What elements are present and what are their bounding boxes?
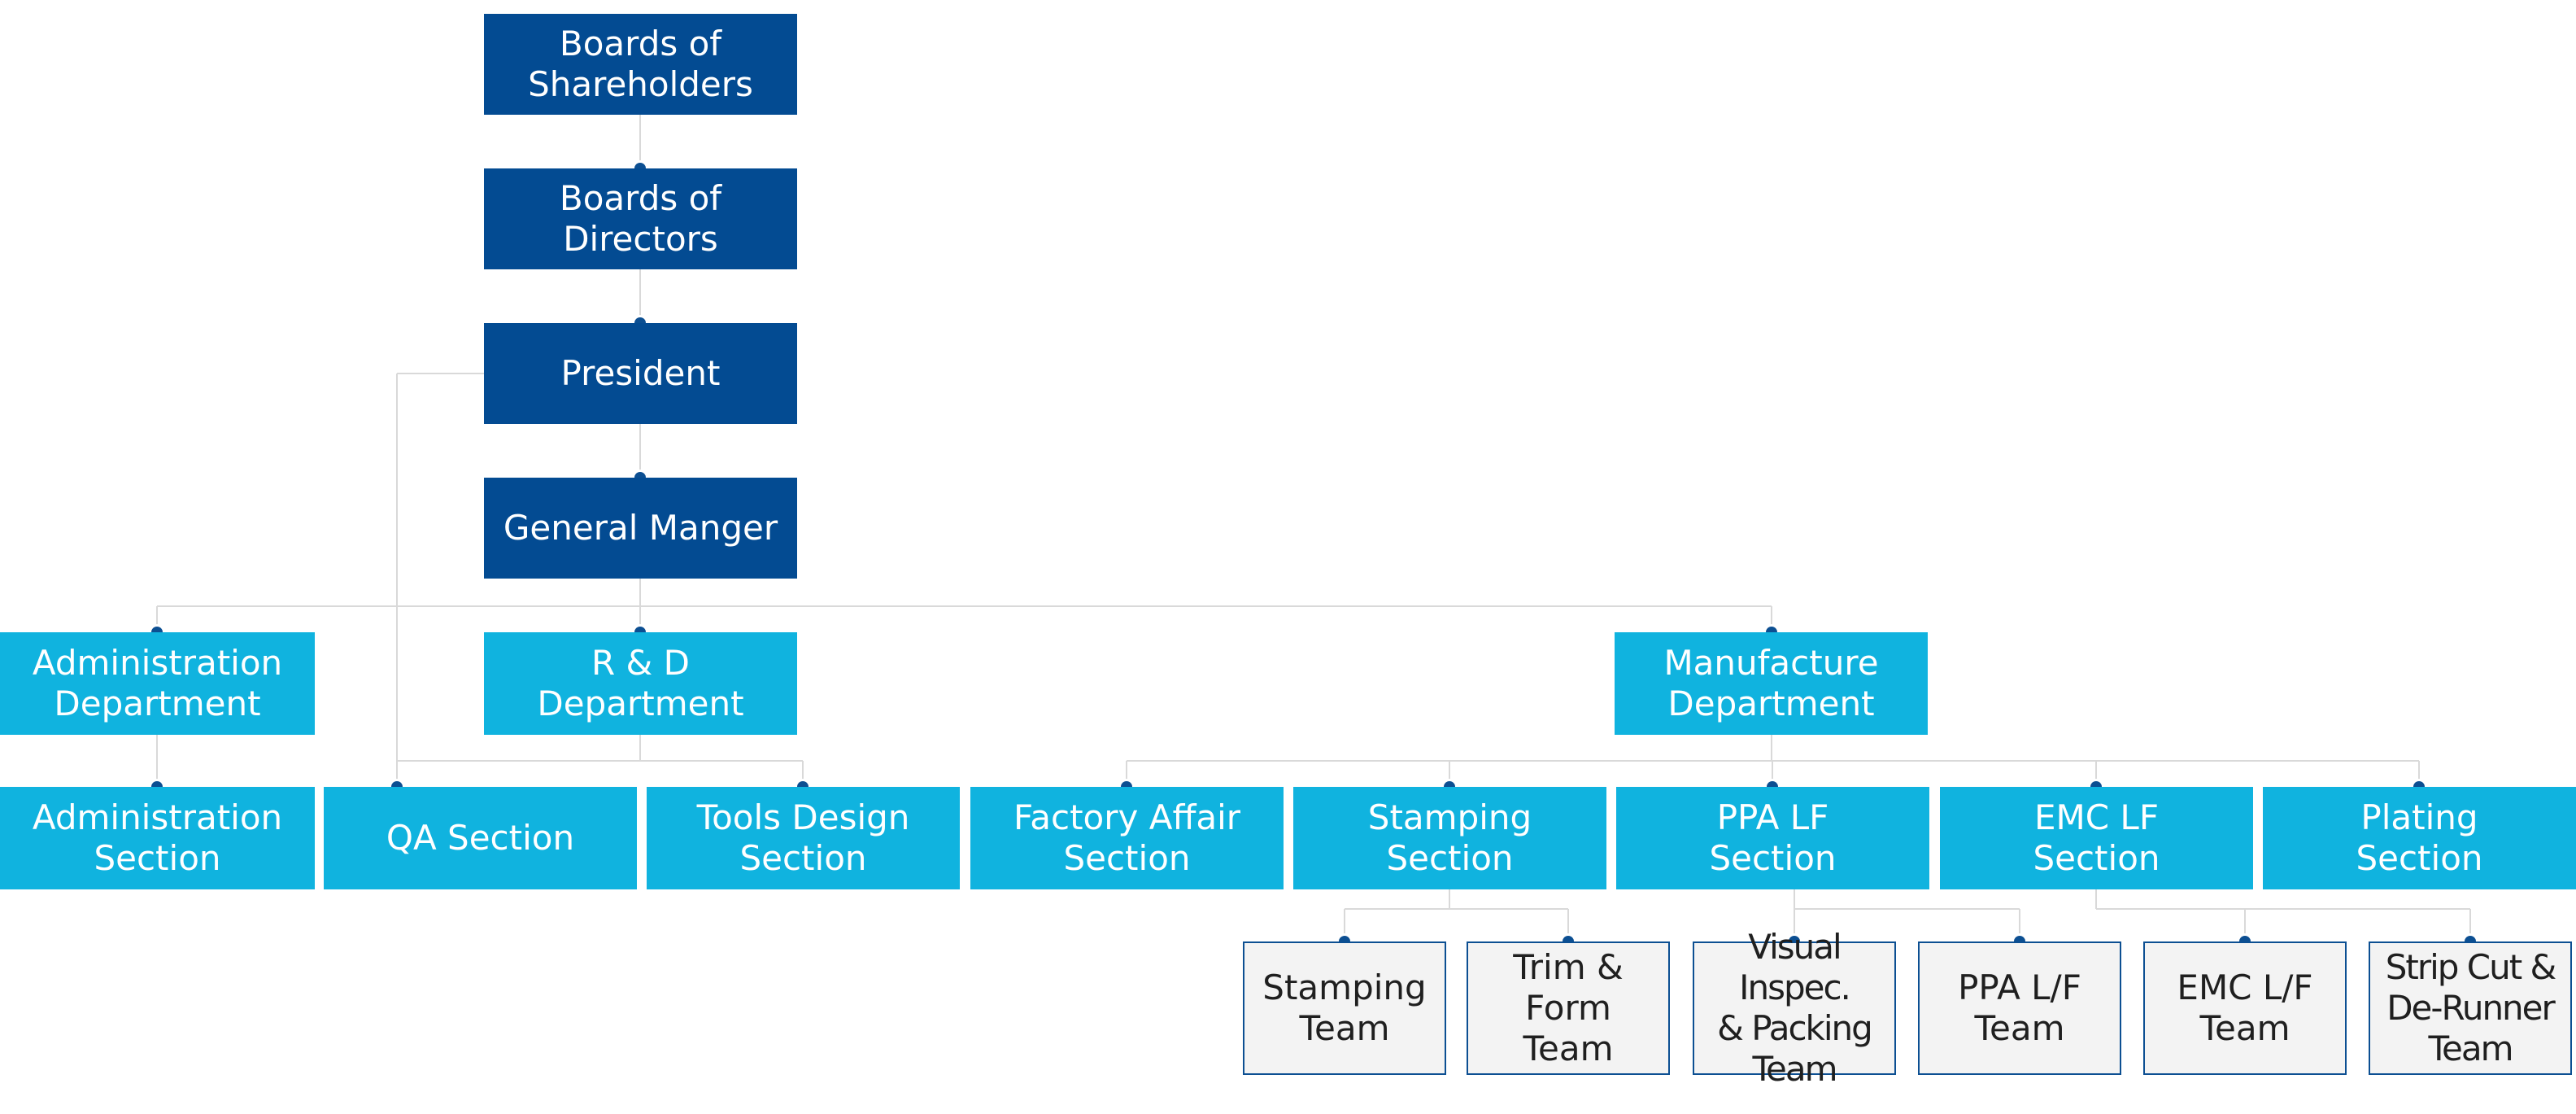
box-factory-affair-section: Factory Affair Section (970, 787, 1284, 889)
box-stamping-team: Stamping Team (1243, 941, 1446, 1075)
box-shareholders-label: Boards of Shareholders (528, 24, 753, 104)
box-directors: Boards of Directors (484, 168, 797, 269)
box-emc-lf-section: EMC LF Section (1940, 787, 2253, 889)
box-strip-cut-team-label: Strip Cut & De-Runner Team (2385, 947, 2557, 1068)
box-rnd-department-label: R & D Department (537, 643, 744, 723)
box-emc-lf-team-label: EMC L/F Team (2177, 968, 2313, 1048)
box-emc-lf-team: EMC L/F Team (2143, 941, 2347, 1075)
box-stamping-section: Stamping Section (1293, 787, 1606, 889)
box-general-manager: General Manger (484, 478, 797, 579)
box-stamping-section-label: Stamping Section (1367, 797, 1532, 878)
box-plating-section-label: Plating Section (2356, 797, 2483, 878)
box-president: President (484, 323, 797, 424)
box-admin-department-label: Administration Department (32, 643, 283, 723)
box-shareholders: Boards of Shareholders (484, 14, 797, 115)
box-manufacture-department: Manufacture Department (1615, 632, 1928, 735)
box-rnd-department: R & D Department (484, 632, 797, 735)
box-tools-design-section-label: Tools Design Section (696, 797, 910, 878)
box-directors-label: Boards of Directors (559, 178, 722, 259)
box-ppa-lf-team-label: PPA L/F Team (1958, 968, 2081, 1048)
box-plating-section: Plating Section (2263, 787, 2576, 889)
box-manufacture-department-label: Manufacture Department (1663, 643, 1879, 723)
box-qa-section: QA Section (324, 787, 637, 889)
box-trim-form-team-label: Trim & Form Team (1513, 947, 1624, 1068)
box-ppa-lf-section-label: PPA LF Section (1709, 797, 1837, 878)
box-ppa-lf-team: PPA L/F Team (1918, 941, 2121, 1075)
box-stamping-team-label: Stamping Team (1262, 968, 1427, 1048)
box-emc-lf-section-label: EMC LF Section (2033, 797, 2160, 878)
box-president-label: President (560, 353, 721, 393)
box-ppa-lf-section: PPA LF Section (1616, 787, 1929, 889)
box-trim-form-team: Trim & Form Team (1467, 941, 1670, 1075)
box-admin-department: Administration Department (0, 632, 315, 735)
box-factory-affair-section-label: Factory Affair Section (1013, 797, 1241, 878)
box-admin-section: Administration Section (0, 787, 315, 889)
box-admin-section-label: Administration Section (32, 797, 283, 878)
box-visual-inspec-team: Visual Inspec. & Packing Team (1693, 927, 1896, 1089)
box-qa-section-label: QA Section (386, 818, 575, 858)
box-general-manager-label: General Manger (503, 508, 778, 548)
box-strip-cut-team: Strip Cut & De-Runner Team (2369, 941, 2572, 1075)
box-visual-inspec-team-label: Visual Inspec. & Packing Team (1717, 927, 1873, 1089)
box-tools-design-section: Tools Design Section (647, 787, 960, 889)
